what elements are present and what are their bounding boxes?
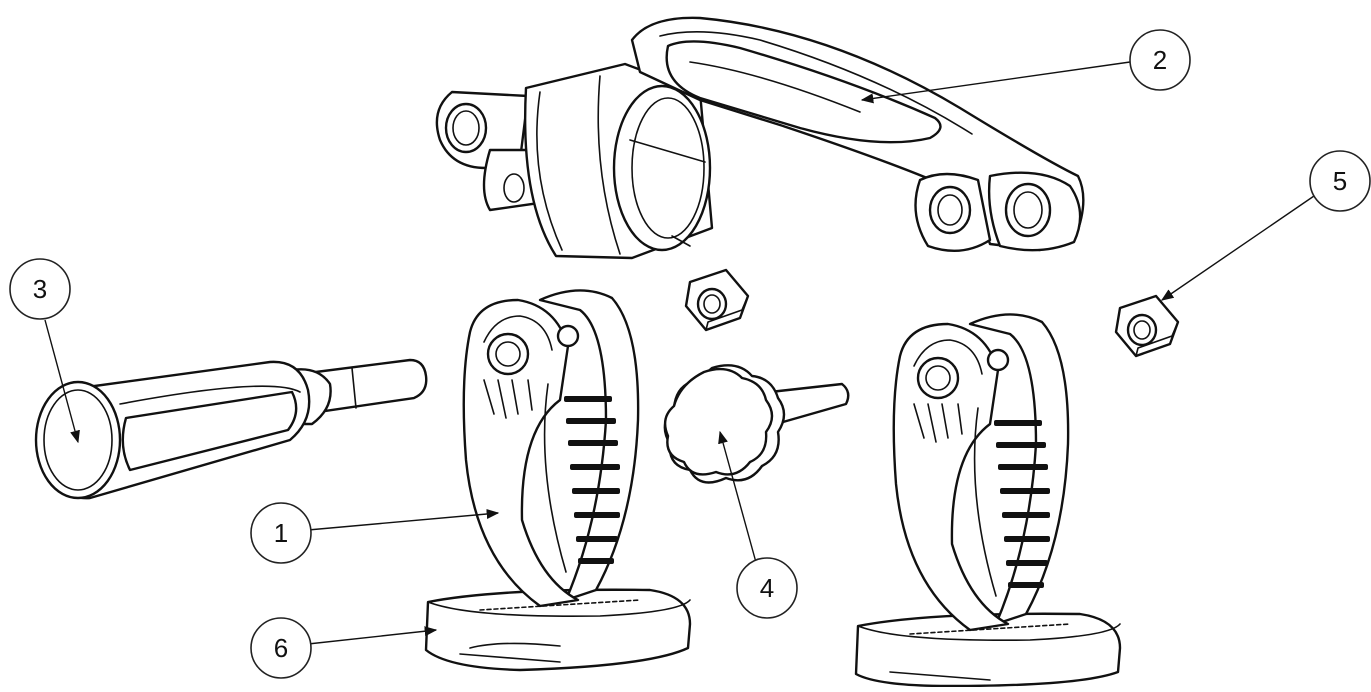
callout-1: 1 [250,502,312,564]
leader-line-2 [860,61,1131,104]
callout-4-label: 4 [760,573,774,603]
callout-4: 4 [736,557,798,619]
hex-nut-part [1114,294,1180,358]
leader-line-1 [307,508,500,531]
clamp-strap-right [854,313,1122,688]
callout-3: 3 [9,258,71,320]
callout-2: 2 [1129,29,1191,91]
leader-line-4 [718,430,758,567]
callout-5-label: 5 [1333,166,1347,196]
clamp-slots-left [564,396,620,564]
leader-lines [44,61,1315,645]
leader-line-5 [1160,195,1315,301]
bracket-arm-part [435,16,1085,260]
callout-5: 5 [1309,150,1371,212]
star-knob-part [663,364,850,484]
callout-2-label: 2 [1153,45,1167,75]
clamp-strap-left [424,289,692,672]
leader-line-3 [44,319,80,444]
clamp-slots-right [994,420,1050,588]
callout-6-label: 6 [274,633,288,663]
hex-nut-small-part [684,268,750,332]
handle-bolt-part [34,358,428,500]
leader-line-6 [307,626,438,645]
callout-1-label: 1 [274,518,288,548]
callout-3-label: 3 [33,274,47,304]
callout-6: 6 [250,617,312,679]
